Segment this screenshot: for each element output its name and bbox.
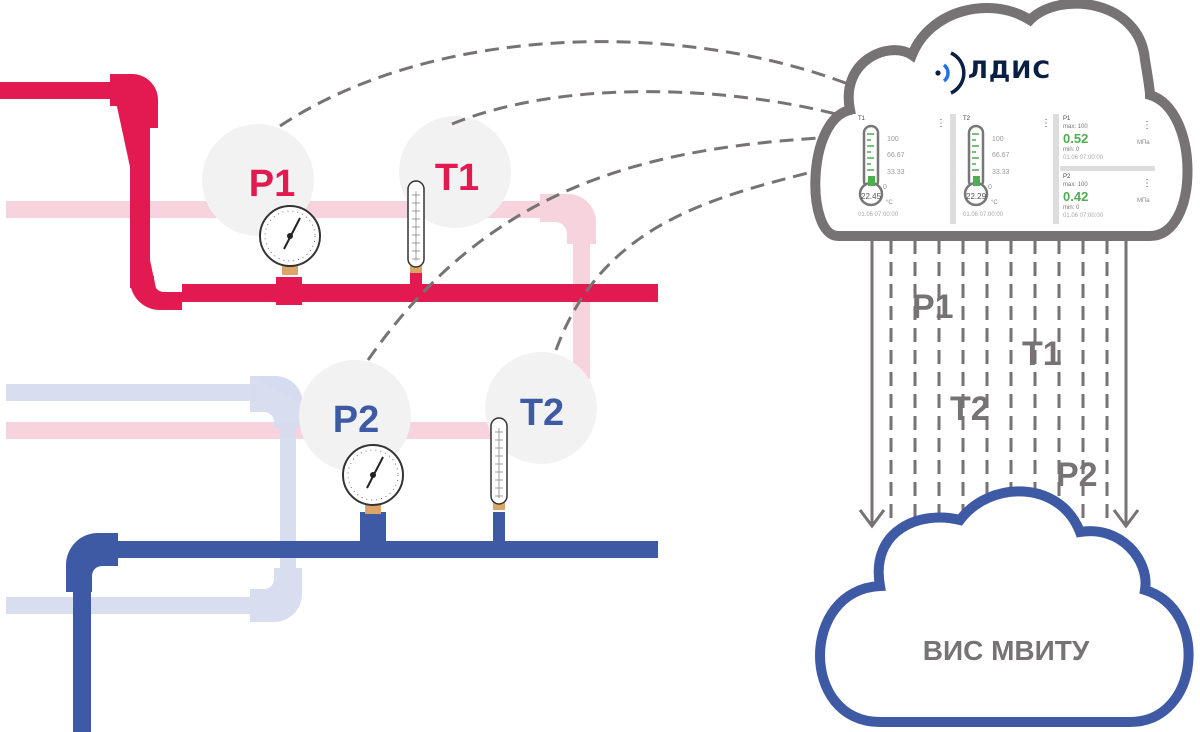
stream-label-t2: T2 <box>950 390 990 428</box>
widget-unit: °C <box>991 200 998 206</box>
pressure-gauge-icon <box>259 205 321 275</box>
widget-timestamp: 01.06 07:00:00 <box>1063 213 1104 219</box>
link-p2 <box>366 136 821 361</box>
sensor-label-p2: P2 <box>333 399 379 441</box>
thermometer-icon <box>490 417 508 510</box>
scale-tick: 33.33 <box>887 169 905 176</box>
widget-p1[interactable]: P1 max: 100 0.52 min: 0 01.06 07:00:00 ⋮… <box>1060 114 1155 166</box>
signal-waves-icon <box>935 51 966 95</box>
supply-pipe <box>0 74 658 310</box>
ldis-logo: ЛДИС <box>968 56 1052 84</box>
widget-t2[interactable]: T2 ⋮ 100 66.67 33.33 0 22.29 °C 01.06 07… <box>958 114 1053 224</box>
target-cloud <box>815 486 1194 727</box>
thermometer-gauge-icon <box>858 124 884 207</box>
sensor-label-p1: P1 <box>249 163 295 205</box>
widget-title: P1 <box>1063 116 1071 122</box>
arrow-down-icon <box>1112 509 1140 529</box>
widget-value: 0.42 <box>1063 189 1089 204</box>
widget-title: P2 <box>1063 174 1071 180</box>
divider <box>1060 166 1155 171</box>
arrow-down-icon <box>858 509 886 529</box>
widget-p2[interactable]: P2 max: 100 0.42 min: 0 01.06 07:00:00 ⋮… <box>1060 172 1155 224</box>
scale-tick: 66.67 <box>887 152 905 159</box>
sensor-bubble-t1: T1 <box>399 116 511 228</box>
widget-t1[interactable]: T1 ⋮ 100 66.67 33.33 0 22.45 °C 01.06 07… <box>853 114 948 224</box>
more-vertical-icon[interactable]: ⋮ <box>936 118 946 129</box>
thermometer-gauge-icon <box>963 124 989 207</box>
widget-unit: МПа <box>1137 140 1150 146</box>
transfer-stream <box>858 238 1140 529</box>
divider <box>1053 114 1059 224</box>
widget-unit: °C <box>886 200 893 206</box>
scale-tick: 100 <box>887 136 899 143</box>
scale-tick: 66.67 <box>992 152 1010 159</box>
pressure-gauge-icon <box>342 444 404 514</box>
sensor-bubble-t2: T2 <box>485 352 597 464</box>
stream-label-t1: T1 <box>1022 335 1062 373</box>
faded-return-pipe <box>6 376 303 622</box>
stream-label-p2: P2 <box>1056 456 1098 494</box>
link-p1 <box>279 40 869 128</box>
widget-max: max: 100 <box>1063 124 1088 130</box>
widget-min: min: 0 <box>1063 205 1080 211</box>
widget-unit: МПа <box>1137 198 1150 204</box>
thermometer-icon <box>407 180 425 273</box>
target-cloud-label: ВИС МВИТУ <box>923 635 1090 666</box>
widget-title: T1 <box>858 116 866 122</box>
scale-tick: 33.33 <box>992 169 1010 176</box>
link-t2 <box>554 170 813 351</box>
widget-timestamp: 01.06 07:00:00 <box>963 212 1004 218</box>
divider <box>950 114 956 224</box>
stream-label-p1: P1 <box>912 288 954 326</box>
sensor-label-t2: T2 <box>520 392 564 434</box>
more-vertical-icon[interactable]: ⋮ <box>1142 120 1152 131</box>
more-vertical-icon[interactable]: ⋮ <box>1041 118 1051 129</box>
more-vertical-icon[interactable]: ⋮ <box>1142 178 1152 189</box>
widget-value: 22.45 <box>861 192 882 201</box>
link-t1 <box>451 90 837 126</box>
widget-max: max: 100 <box>1063 182 1088 188</box>
scale-tick: 0 <box>883 184 887 191</box>
scale-tick: 100 <box>992 136 1004 143</box>
widget-value: 0.52 <box>1063 131 1089 146</box>
dashboard-panel: T1 ⋮ 100 66.67 33.33 0 22.45 °C 01.06 07… <box>853 114 1155 224</box>
scale-tick: 0 <box>988 184 992 191</box>
widget-title: T2 <box>963 116 971 122</box>
sensor-bubble-p2: P2 <box>299 360 411 472</box>
widget-min: min: 0 <box>1063 147 1080 153</box>
widget-timestamp: 01.06 07:00:00 <box>1063 155 1104 161</box>
return-pipe <box>66 512 658 732</box>
sensor-label-t1: T1 <box>435 157 479 199</box>
widget-timestamp: 01.06 07:00:00 <box>858 212 899 218</box>
widget-value: 22.29 <box>966 192 987 201</box>
